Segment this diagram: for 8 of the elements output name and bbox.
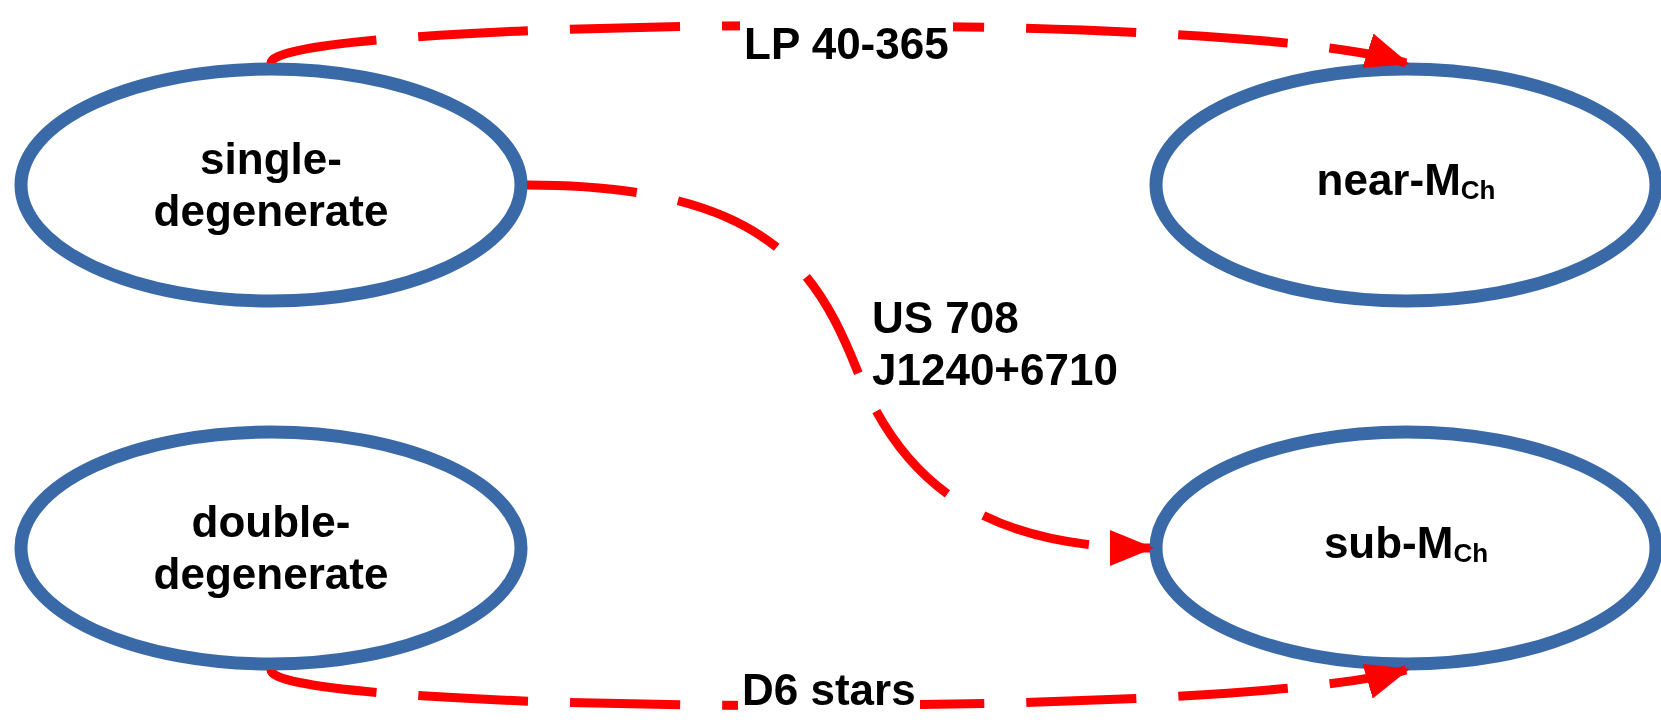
ellipse-node	[14, 62, 528, 308]
node-label: sub-M$_{Ch}$	[1322, 517, 1490, 570]
node-label: near-M$_{Ch}$	[1315, 154, 1497, 207]
node-label: double- degenerate	[152, 496, 390, 600]
edge-label: US 708 J1240+6710	[871, 292, 1119, 396]
dashed-arrow	[526, 180, 1154, 565]
node-label: single- degenerate	[152, 133, 390, 237]
ellipse-node	[14, 425, 528, 671]
